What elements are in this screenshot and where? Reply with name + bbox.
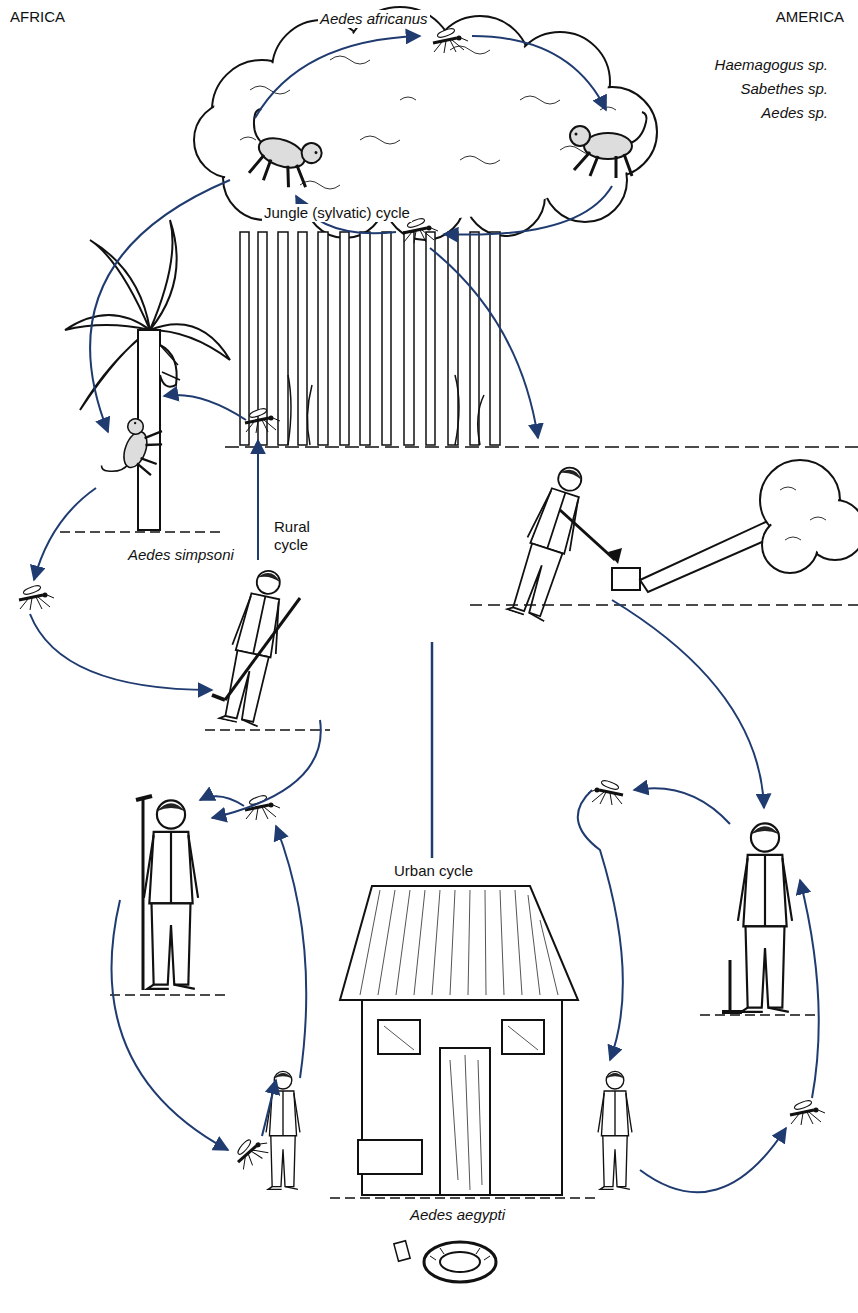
vector-label: Haemagogus sp. [713, 56, 830, 74]
vector-label: Aedes africanus [318, 10, 430, 28]
region-label: AFRICA [8, 8, 67, 26]
vector-label: Aedes aegypti [408, 1206, 507, 1224]
vector-label: Aedes sp. [759, 104, 830, 122]
region-label: AMERICA [774, 8, 846, 26]
vector-label: Sabethes sp. [738, 80, 830, 98]
cycle-label: Rural cycle [272, 518, 328, 554]
cycle-label: Urban cycle [392, 862, 475, 880]
cycle-label: Jungle (sylvatic) cycle [262, 204, 412, 222]
vector-label: Aedes simpsoni [126, 546, 236, 564]
